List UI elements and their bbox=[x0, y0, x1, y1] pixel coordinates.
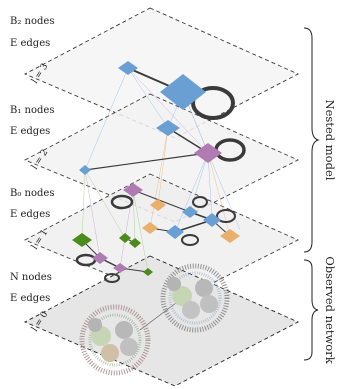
l2-edges-label: E edges bbox=[10, 126, 50, 137]
l1-nodes-label: B₀ nodes bbox=[10, 188, 54, 199]
node-l1-12 bbox=[113, 263, 127, 273]
node-l1-5 bbox=[142, 222, 158, 234]
cluster-right bbox=[160, 263, 230, 333]
l3-edges-label: E edges bbox=[10, 38, 50, 49]
node-l3-b bbox=[160, 74, 206, 110]
node-l1-9 bbox=[119, 233, 131, 243]
l1-edges-label: E edges bbox=[10, 209, 50, 220]
observed-network-label: Observed network bbox=[323, 256, 337, 364]
node-l1-3 bbox=[182, 206, 198, 218]
nested-model-label: Nested model bbox=[323, 100, 337, 181]
level2-graph bbox=[79, 120, 246, 175]
cluster-left bbox=[79, 304, 151, 376]
node-l1-13 bbox=[143, 268, 153, 276]
l0-nodes-label: N nodes bbox=[10, 272, 52, 283]
plane-l1 bbox=[23, 173, 300, 303]
level1-graph bbox=[72, 183, 240, 283]
observed-network bbox=[79, 263, 230, 376]
l2-nodes-label: B₁ nodes bbox=[10, 105, 54, 116]
node-l2-c bbox=[194, 143, 222, 163]
plane-l0 bbox=[23, 255, 300, 387]
plane-l3 bbox=[23, 7, 300, 139]
node-l2-a bbox=[79, 165, 91, 175]
node-l1-4 bbox=[203, 213, 221, 227]
node-l1-7 bbox=[220, 229, 240, 243]
brace-nested bbox=[303, 27, 320, 253]
node-l1-8 bbox=[72, 233, 92, 247]
l0-edges-label: E edges bbox=[10, 293, 50, 304]
l3-nodes-label: B₂ nodes bbox=[10, 16, 54, 27]
node-l2-b bbox=[156, 120, 180, 136]
node-l1-1 bbox=[123, 183, 143, 197]
brace-observed bbox=[303, 259, 319, 361]
node-l1-11 bbox=[92, 252, 108, 264]
plane-l2 bbox=[23, 93, 300, 223]
node-l1-10 bbox=[129, 238, 141, 248]
node-l1-6 bbox=[166, 225, 184, 239]
node-l1-2 bbox=[150, 199, 166, 211]
hierarchy-links bbox=[81, 67, 241, 273]
level3-graph bbox=[118, 61, 235, 120]
node-l3-a bbox=[118, 61, 138, 75]
